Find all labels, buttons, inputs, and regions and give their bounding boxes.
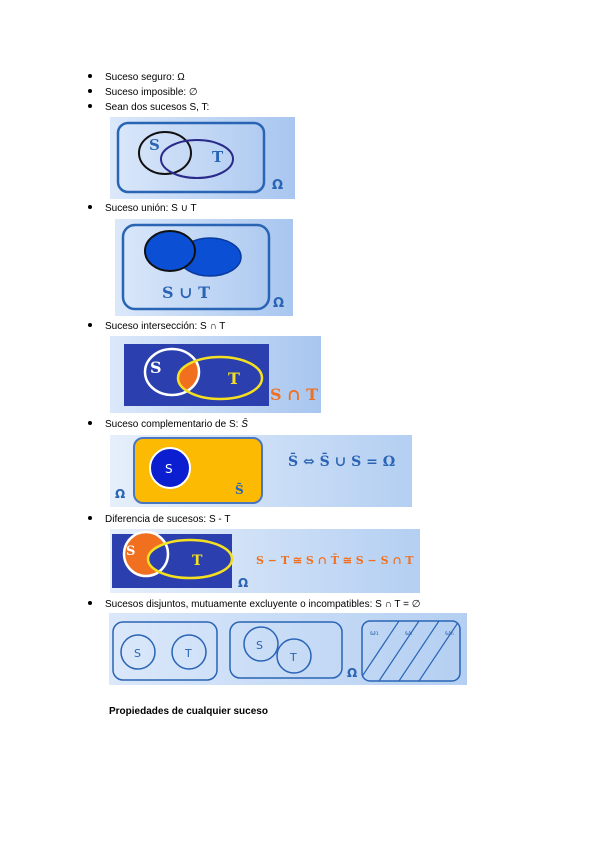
figure-complement: S S̄ Ω S̄ ⇔ S̄ ∪ S = Ω <box>110 435 412 507</box>
list-item-dos-sucesos: Sean dos sucesos S, T: <box>88 102 209 114</box>
omega-label: Ω <box>238 576 248 590</box>
complement-formula: S̄ ⇔ S̄ ∪ S = Ω <box>288 451 395 470</box>
list-item-text: Diferencia de sucesos: S - T <box>105 514 231 525</box>
list-item-diferencia: Diferencia de sucesos: S - T <box>88 514 230 526</box>
bullet-icon <box>88 205 92 210</box>
section-heading: Propiedades de cualquier suceso <box>109 706 268 717</box>
set-t-label: T <box>184 647 192 660</box>
omega-label: Ω <box>347 666 357 680</box>
bullet-icon <box>88 421 92 426</box>
complement-symbol: S̄ <box>241 419 248 430</box>
set-s-label: S <box>126 544 135 559</box>
intersection-label: S ∩ T <box>270 385 318 404</box>
omega-1-label: ω₁ <box>370 629 379 637</box>
figure-intersection: S T S ∩ T <box>110 336 321 413</box>
difference-formula: S − T ≅ S ∩ T̄ ≅ S − S ∩ T <box>256 553 414 567</box>
list-item-disjuntos: Sucesos disjuntos, mutuamente excluyente… <box>88 599 420 611</box>
list-item-text: Sucesos disjuntos, mutuamente excluyente… <box>105 599 421 610</box>
bullet-icon <box>88 74 92 79</box>
set-s-label: S <box>149 136 160 154</box>
list-item-union: Suceso unión: S ∪ T <box>88 203 197 215</box>
set-s-label: S <box>165 462 173 476</box>
set-s-label: S <box>134 647 141 660</box>
list-item-text: Suceso unión: S ∪ T <box>105 203 197 214</box>
list-item-suceso-seguro: Suceso seguro: Ω <box>88 72 185 84</box>
set-t-label: T <box>192 553 203 569</box>
figure-disjoint: S T S T Ω ω₁ ωᵢ ωₙ <box>109 613 467 685</box>
bullet-icon <box>88 516 92 521</box>
bullet-icon <box>88 323 92 328</box>
list-item-suceso-imposible: Suceso imposible: ∅ <box>88 87 198 99</box>
set-s-label: S <box>256 639 263 652</box>
list-item-text: Suceso intersección: S ∩ T <box>105 321 226 332</box>
omega-label: Ω <box>272 178 283 193</box>
bullet-icon <box>88 601 92 606</box>
set-t-label: T <box>289 651 297 664</box>
bullet-icon <box>88 89 92 94</box>
omega-i-label: ωᵢ <box>405 629 412 637</box>
set-t-label: T <box>212 148 224 166</box>
figure-sets-s-t: S T Ω <box>110 117 295 199</box>
omega-label: Ω <box>115 487 125 501</box>
bullet-icon <box>88 104 92 109</box>
list-item-text: Suceso complementario de S: <box>105 419 242 430</box>
list-item-text: Sean dos sucesos S, T: <box>105 102 210 113</box>
omega-n-label: ωₙ <box>445 629 454 637</box>
figure-difference: S T Ω S − T ≅ S ∩ T̄ ≅ S − S ∩ T <box>110 529 420 593</box>
union-label: S ∪ T <box>162 283 210 302</box>
set-s-label: S <box>150 358 162 377</box>
list-item-interseccion: Suceso intersección: S ∩ T <box>88 321 225 333</box>
list-item-text: Suceso imposible: ∅ <box>105 87 198 98</box>
set-t-label: T <box>228 369 240 388</box>
list-item-text: Suceso seguro: Ω <box>105 72 185 83</box>
figure-union: S ∪ T Ω <box>115 219 293 316</box>
complement-label: S̄ <box>235 481 244 497</box>
omega-label: Ω <box>273 296 284 311</box>
list-item-complementario: Suceso complementario de S: S̄ <box>88 419 248 431</box>
